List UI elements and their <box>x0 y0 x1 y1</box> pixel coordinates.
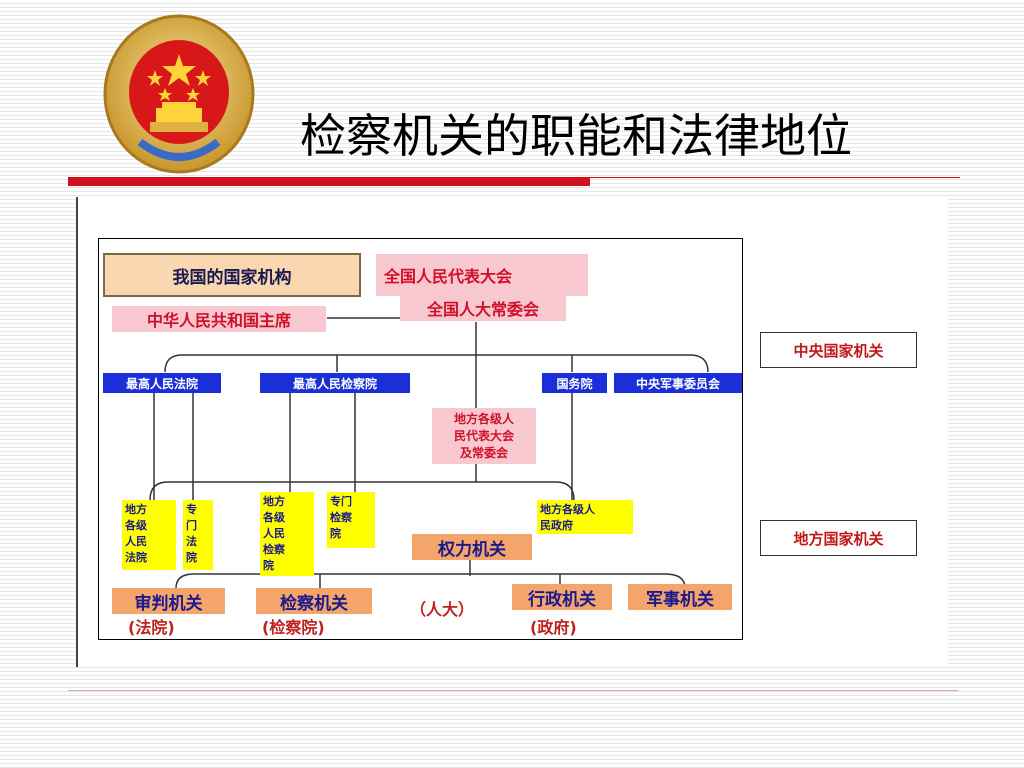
special-courts-box: 专 门 法 院 <box>183 500 213 570</box>
local-governments-box: 地方各级人 民政府 <box>537 500 633 534</box>
supreme-procuratorate-box: 最高人民检察院 <box>260 373 410 393</box>
president-box: 中华人民共和国主席 <box>112 306 326 332</box>
title-underline-thin <box>590 177 960 178</box>
local-procuratorates-box: 地方 各级 人民 检察 院 <box>260 492 314 576</box>
panel-left-border <box>76 197 78 667</box>
note-government: (政府) <box>530 618 577 637</box>
title-underline-red <box>68 177 590 186</box>
administrative-organ-box: 行政机关 <box>512 584 612 610</box>
power-organ-box: 权力机关 <box>412 534 532 560</box>
local-courts-box: 地方 各级 人民 法院 <box>122 500 176 570</box>
chart-header-label: 我国的国家机构 <box>103 253 361 297</box>
diagram-frame <box>98 238 743 640</box>
military-organ-box: 军事机关 <box>628 584 732 610</box>
procuratorate-emblem <box>103 14 255 174</box>
note-procuratorate: (检察院) <box>262 618 325 637</box>
footer-rule <box>68 690 958 691</box>
npc-standing-committee-box: 全国人大常委会 <box>400 295 566 321</box>
slide-title: 检察机关的职能和法律地位 <box>300 109 852 163</box>
special-procuratorates-box: 专门 检察 院 <box>327 492 375 548</box>
note-npc: （人大） <box>410 600 475 619</box>
procuratorial-organ-box: 检察机关 <box>256 588 372 614</box>
note-court: (法院) <box>128 618 175 637</box>
state-council-box: 国务院 <box>542 373 607 393</box>
judicial-organ-box: 审判机关 <box>112 588 225 614</box>
local-state-organs-label: 地方国家机关 <box>760 520 917 556</box>
central-state-organs-label: 中央国家机关 <box>760 332 917 368</box>
national-peoples-congress-box: 全国人民代表大会 <box>376 254 588 296</box>
local-congress-box: 地方各级人 民代表大会 及常委会 <box>432 408 536 464</box>
supreme-court-box: 最高人民法院 <box>103 373 221 393</box>
central-military-commission-box: 中央军事委员会 <box>614 373 742 393</box>
